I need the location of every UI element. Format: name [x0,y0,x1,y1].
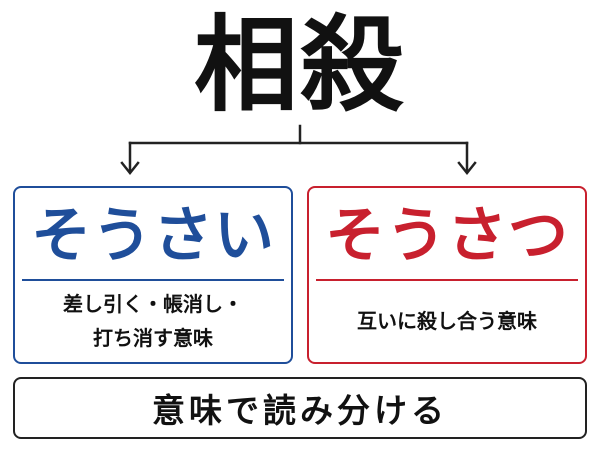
meaning-line: 差し引く・帳消し・ [63,292,243,316]
arrowhead-right-icon [457,161,477,176]
arrowhead-left-icon [120,161,140,176]
page-title: 相殺 [193,4,406,126]
meaning-text-sousatsu: 互いに殺し合う意味 [315,286,579,356]
footer-summary: 意味で読み分ける [13,377,587,439]
card-divider [316,279,578,281]
meaning-line: 打ち消す意味 [93,326,213,350]
reading-heading-sousatsu: そうさつ [325,201,569,271]
reading-card-sousatsu: そうさつ 互いに殺し合う意味 [307,186,587,364]
branch-connector [120,124,477,176]
card-divider [22,279,284,281]
reading-card-sousai: そうさい 差し引く・帳消し・ 打ち消す意味 [13,186,293,364]
meaning-line: 互いに殺し合う意味 [357,309,537,333]
reading-heading-sousai: そうさい [31,201,275,271]
meaning-text-sousai: 差し引く・帳消し・ 打ち消す意味 [21,286,285,356]
